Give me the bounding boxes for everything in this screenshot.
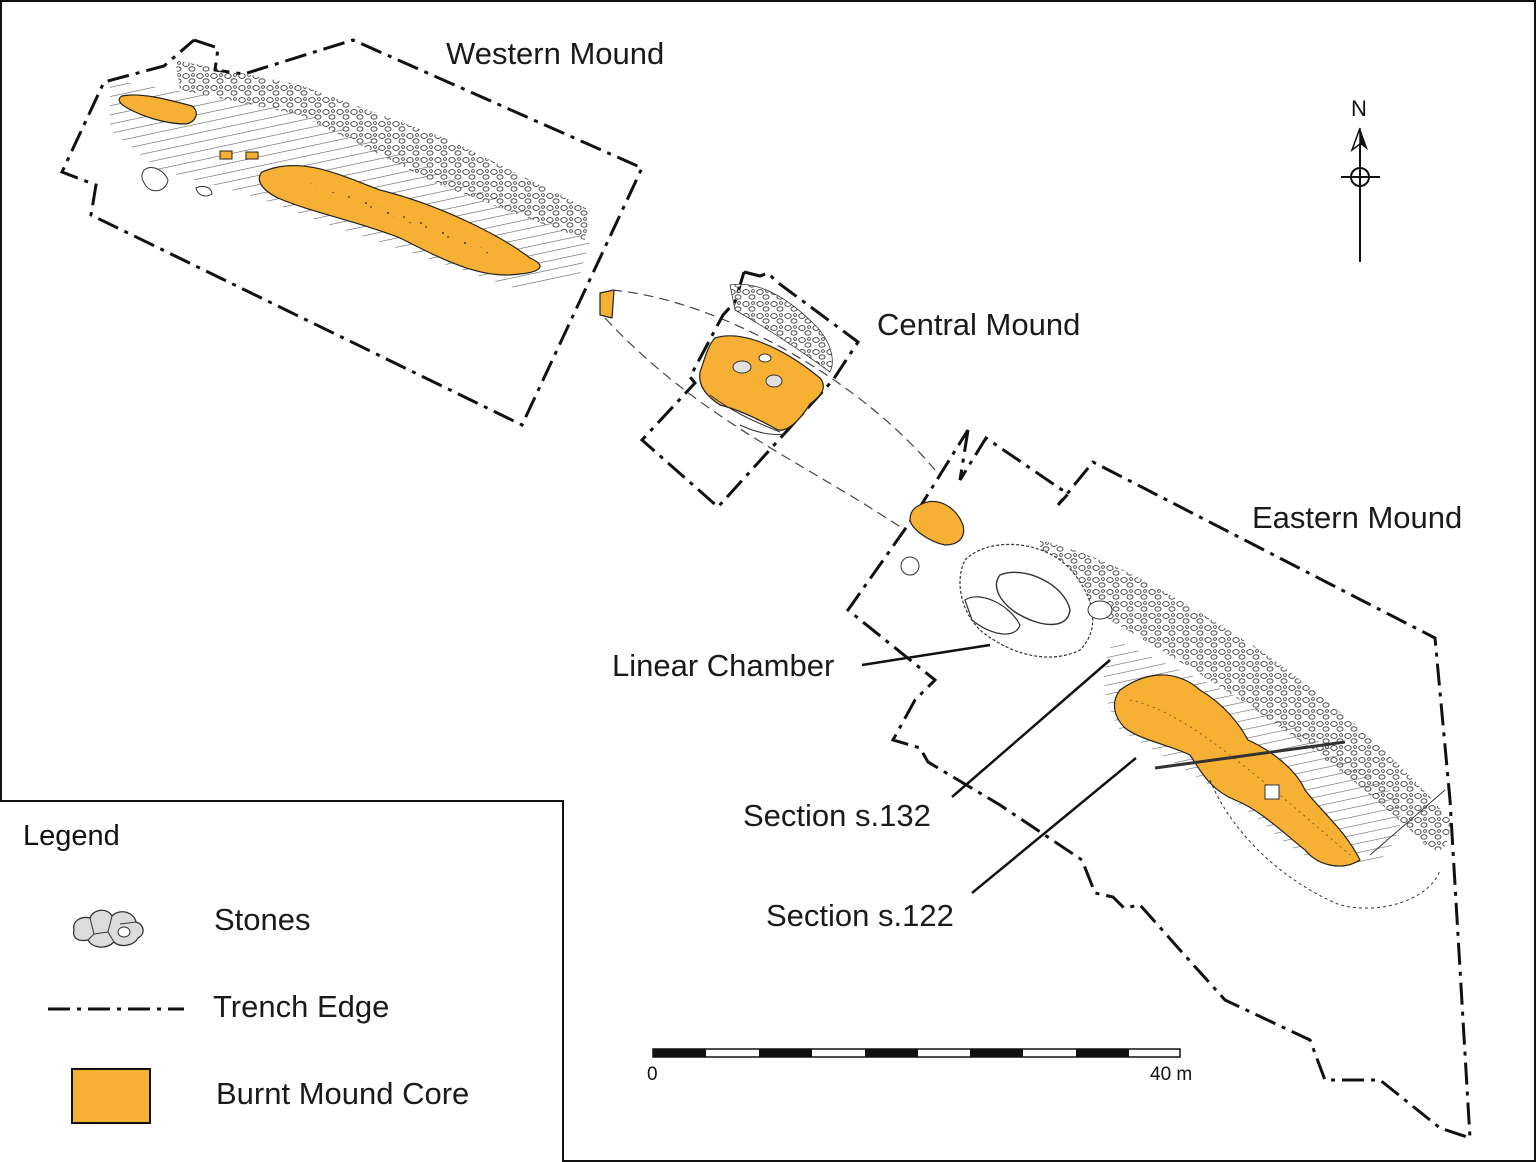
eastern-mound [845,429,1472,1141]
legend-title: Legend [23,820,120,852]
section-132-label: Section s.132 [743,798,931,833]
eastern-trench-edge [845,429,1472,1141]
linear-chamber-leader [861,643,991,667]
eastern-core-small [909,500,965,546]
north-label: N [1351,96,1367,121]
orange-box [71,1068,151,1124]
stones-icon [72,909,144,948]
central-mound-label: Central Mound [877,307,1081,342]
central-core [699,335,824,431]
scale-end-label: 40 m [1150,1064,1193,1085]
linear-chamber-label: Linear Chamber [612,648,835,683]
scale-start-label: 0 [647,1064,658,1085]
connector-north [611,289,936,471]
north-arrow [1341,127,1380,262]
central-stones [729,283,833,373]
western-core [258,164,541,276]
section-122-leader [971,757,1137,894]
western-stones [175,60,590,240]
western-core-small [118,94,197,125]
legend-burnt-mound-label: Burnt Mound Core [216,1076,470,1111]
eastern-core-main [1114,674,1361,867]
section-122-label: Section s.122 [766,898,954,933]
legend-trench-edge-label: Trench Edge [213,989,390,1024]
western-mound [59,38,645,428]
legend-box: Legend Stones Trench Edge Burnt Mound Co… [0,800,564,1162]
connector-south [604,317,906,531]
central-mound [639,270,861,510]
eastern-mound-label: Eastern Mound [1252,500,1463,535]
section-132-leader [951,659,1111,798]
central-trench-edge [639,270,861,510]
dash-dot-line [48,1007,184,1011]
western-mound-label: Western Mound [446,36,665,71]
legend-stones-label: Stones [214,902,311,937]
small-core-patch [599,289,615,319]
scale-bar [652,1048,1181,1058]
